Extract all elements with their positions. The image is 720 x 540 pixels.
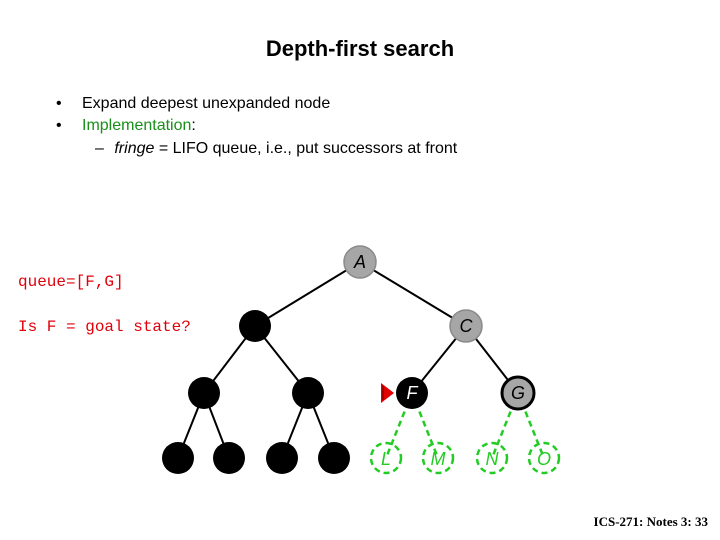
node-G: G <box>500 375 536 411</box>
node-H <box>162 442 194 474</box>
node-label-C: C <box>460 316 474 336</box>
node-J <box>266 442 298 474</box>
sub-bullet-dash: – <box>95 140 104 157</box>
edge-A-B <box>254 261 361 327</box>
node-label-O: O <box>537 449 551 469</box>
bullet-list: • Expand deepest unexpanded node • Imple… <box>56 93 330 137</box>
sub-bullet: – fringe = LIFO queue, i.e., put success… <box>95 140 457 158</box>
bullet-marker: • <box>56 95 62 112</box>
node-C: C <box>449 309 483 343</box>
node-K <box>318 442 350 474</box>
bullet-text: Expand deepest unexpanded node <box>82 95 331 112</box>
edge-A-C <box>359 261 467 327</box>
node-F: F <box>396 377 428 409</box>
node-N-outline <box>475 441 509 475</box>
node-E <box>292 377 324 409</box>
node-label-G: G <box>511 383 525 403</box>
node-label-A: A <box>353 252 366 272</box>
node-label-M: M <box>431 449 446 469</box>
node-label-N: N <box>486 449 500 469</box>
node-D <box>188 377 220 409</box>
node-B <box>239 310 271 342</box>
bullet-item: • Expand deepest unexpanded node <box>56 93 330 115</box>
fringe-term: fringe <box>114 140 155 157</box>
slide-footer: ICS-271: Notes 3: 33 <box>593 514 708 529</box>
node-M-outline <box>421 441 455 475</box>
bullet-suffix: : <box>191 117 196 134</box>
queue-label: queue=[F,G] <box>18 273 124 291</box>
node-label-F: F <box>407 383 419 403</box>
bullet-text-highlight: Implementation <box>82 117 192 134</box>
bullet-marker: • <box>56 117 62 134</box>
node-label-L: L <box>381 449 391 469</box>
bullet-item: • Implementation: <box>56 115 330 137</box>
node-A: A <box>343 245 377 279</box>
slide-title: Depth-first search <box>265 36 455 61</box>
node-O-outline <box>527 441 561 475</box>
node-L-outline <box>369 441 403 475</box>
current-node-pointer-icon <box>381 383 394 403</box>
sub-bullet-text: = LIFO queue, i.e., put successors at fr… <box>154 140 458 157</box>
goal-question: Is F = goal state? <box>18 318 191 336</box>
node-I <box>213 442 245 474</box>
